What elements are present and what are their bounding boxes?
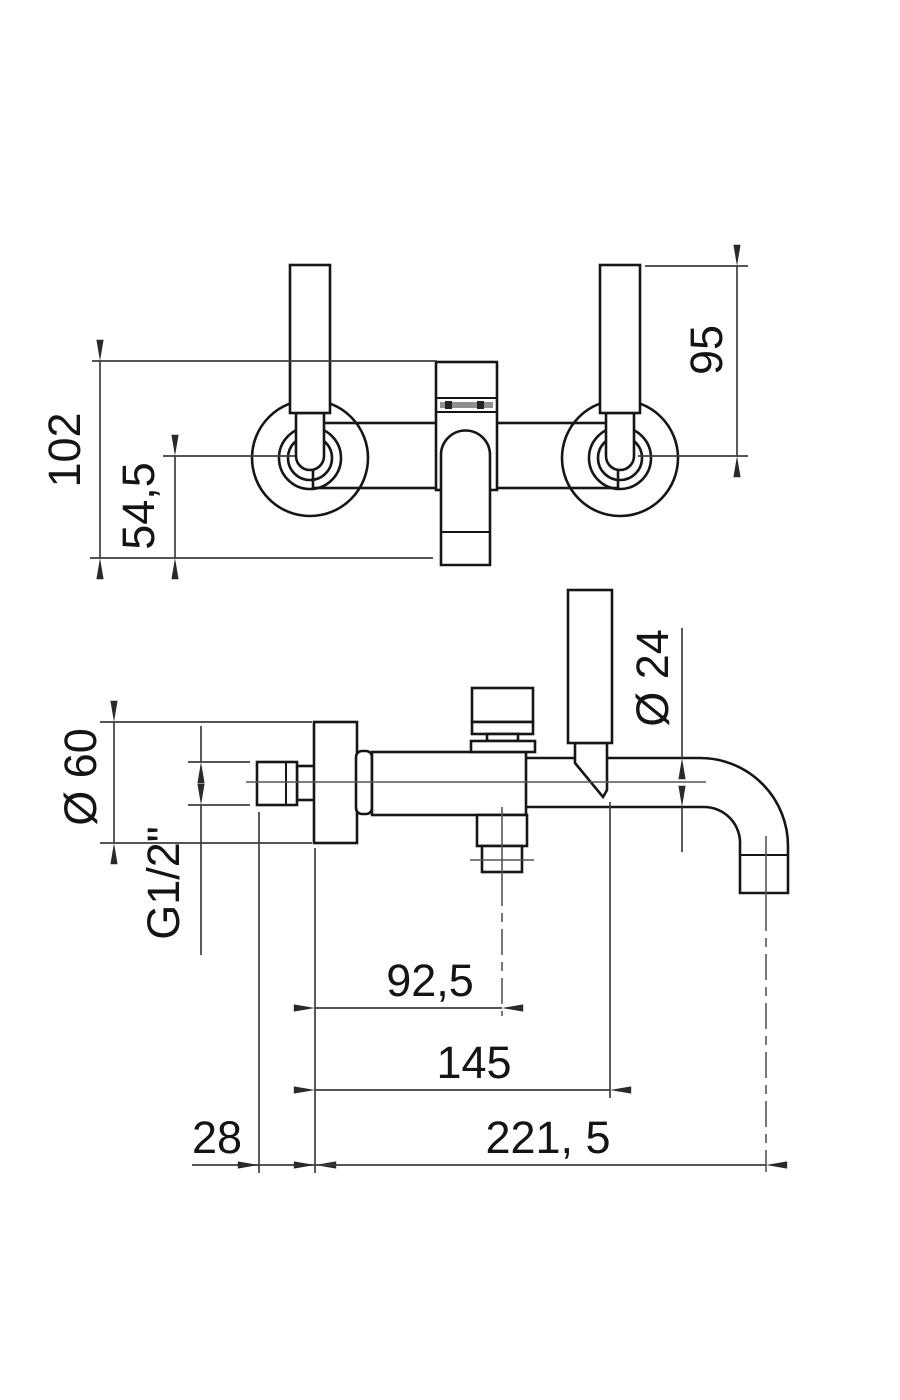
dim-label-lower-height: 54,5	[113, 462, 164, 550]
left-handle	[288, 263, 332, 415]
right-handle	[598, 263, 642, 415]
cartridge-screw-right	[477, 401, 484, 409]
side-view-dimensions: Ø 24 Ø 60 G1/2" 92,5 145 28 221, 5	[55, 628, 788, 1173]
diverter-base	[469, 739, 537, 754]
top-view	[250, 263, 680, 567]
body-cylinder	[370, 750, 528, 817]
diverter-knob	[470, 686, 535, 724]
dim-label-handle-height: 95	[681, 325, 732, 375]
mixer-lever	[439, 429, 492, 567]
left-handle-stem	[294, 411, 326, 472]
right-handle-stem	[604, 411, 636, 472]
union-nut	[255, 760, 299, 807]
diverter-ring	[470, 720, 535, 736]
cartridge-screw-left	[445, 401, 452, 409]
dim-label-wall-to-hose-outlet: 92,5	[386, 955, 474, 1006]
lever-handle-side	[566, 588, 614, 745]
dim-label-rosette-diameter: Ø 60	[55, 728, 106, 826]
dim-label-thread: G1/2"	[138, 826, 189, 940]
side-view	[246, 588, 790, 1172]
connection-pipe	[295, 764, 317, 802]
dim-label-wall-to-spout-outlet: 221, 5	[485, 1112, 610, 1163]
top-view-dimensions: 102 54,5 95	[39, 244, 748, 580]
dim-label-spout-diameter: Ø 24	[627, 629, 678, 727]
dim-label-union-projection: 28	[192, 1112, 242, 1163]
spout	[524, 756, 790, 895]
dim-label-total-height: 102	[39, 412, 90, 487]
dim-label-wall-to-handle: 145	[436, 1037, 511, 1088]
